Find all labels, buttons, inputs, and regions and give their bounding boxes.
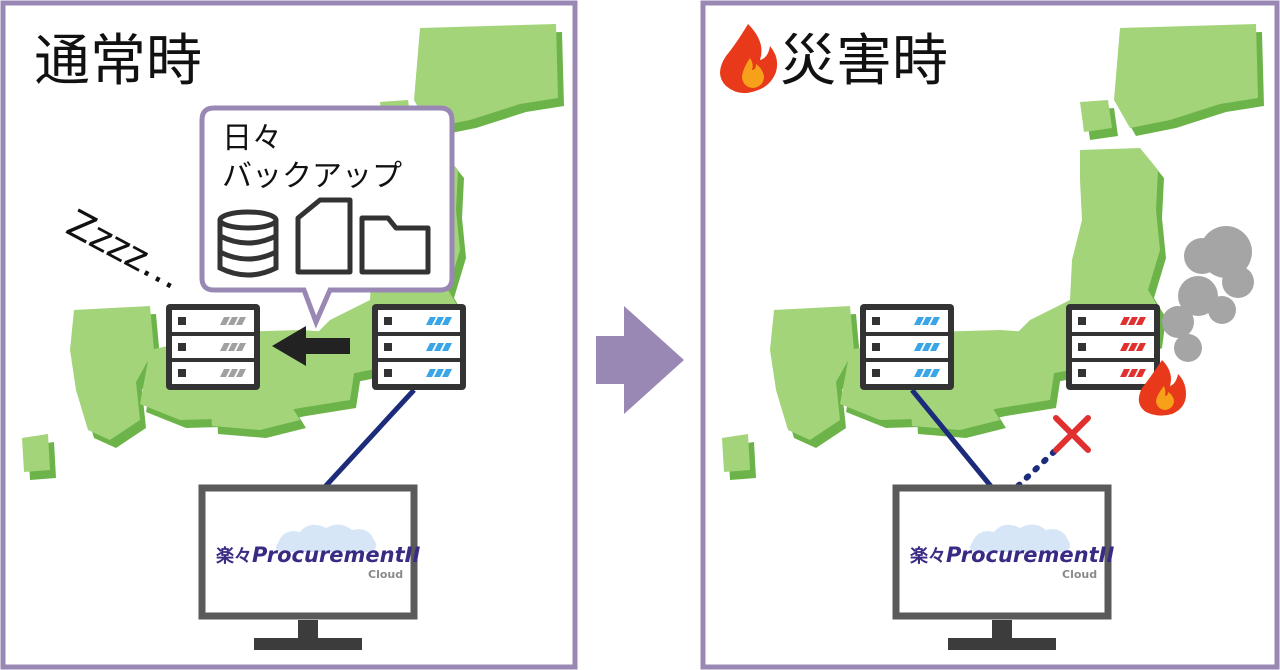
- bubble-line-daily: 日々: [222, 121, 282, 156]
- smoke-cloud: [1162, 226, 1254, 362]
- bubble-line-backup: バックアップ: [222, 159, 402, 194]
- backup-server-active: [860, 304, 954, 390]
- backup-bubble: 日々 バックアップ: [199, 105, 455, 329]
- disaster-title: 災害時: [780, 29, 948, 94]
- normal-title: 通常時: [34, 29, 202, 94]
- active-cable: [910, 388, 996, 492]
- logo-product: ProcurementII: [946, 543, 1114, 567]
- product-logo-disaster: 楽々 ProcurementII Cloud: [910, 524, 1114, 581]
- transition-arrow: [596, 306, 684, 414]
- normal-panel: 通常時 Zzzz… 日々 バックアップ: [0, 0, 578, 670]
- logo-product: ProcurementII: [252, 543, 420, 567]
- product-logo: 楽々 ProcurementII Cloud: [216, 524, 420, 581]
- flame-icon: [720, 24, 778, 94]
- logo-jp: 楽々: [216, 545, 252, 567]
- disaster-panel: 災害時: [700, 0, 1280, 670]
- main-server: [372, 304, 466, 390]
- database-icon: [217, 209, 279, 278]
- client-monitor: 楽々 ProcurementII Cloud: [198, 484, 420, 650]
- document-icon: [295, 197, 353, 275]
- damaged-server: [1066, 304, 1160, 390]
- logo-cloud: Cloud: [1062, 568, 1097, 581]
- broken-cable: [1015, 445, 1061, 489]
- client-monitor-disaster: 楽々 ProcurementII Cloud: [892, 484, 1114, 650]
- folder-icon: [359, 215, 431, 275]
- backup-arrow: [272, 326, 350, 366]
- backup-server: [166, 304, 260, 390]
- logo-jp: 楽々: [910, 545, 946, 567]
- failure-x-mark: [1053, 415, 1091, 453]
- logo-cloud: Cloud: [368, 568, 403, 581]
- connection-cable: [320, 388, 416, 492]
- fire-icon: [1138, 360, 1186, 416]
